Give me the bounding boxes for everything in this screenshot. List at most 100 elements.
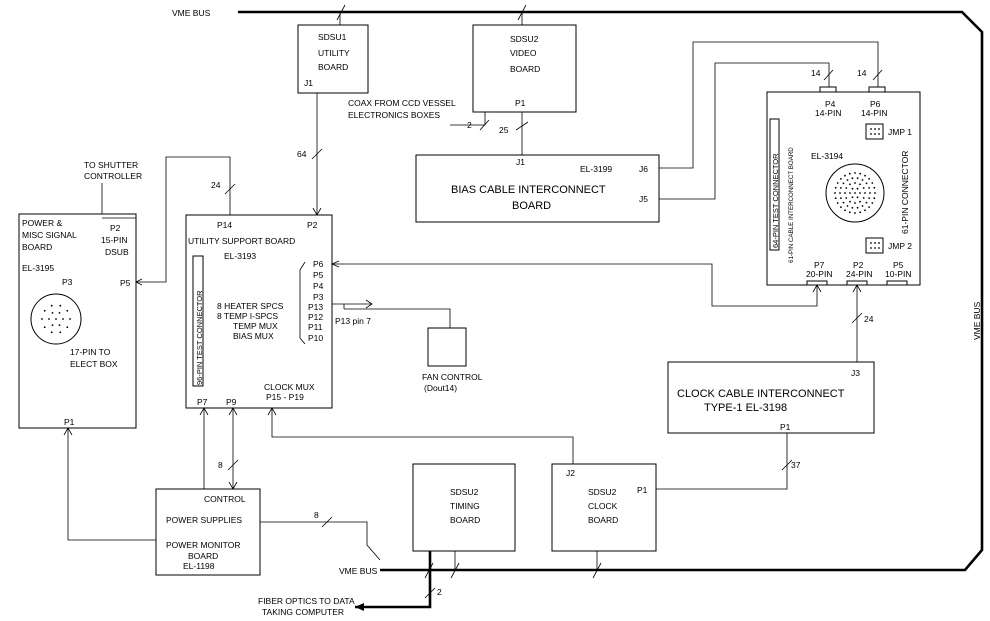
connector-pin [50, 331, 53, 334]
connector-pin [859, 183, 861, 186]
sdsu2-timing-board: SDSU2 TIMING BOARD [412, 463, 516, 570]
connector-pin [864, 174, 866, 177]
jmp2-block [865, 237, 884, 254]
clock-board-j2: J2 [566, 468, 575, 478]
connector-pin [851, 177, 854, 180]
cable61-p4: P4 [825, 99, 836, 109]
cable61-test-connector [769, 118, 780, 251]
connector-pin [51, 312, 54, 314]
connector-pin [849, 183, 851, 186]
bus-tap [592, 562, 602, 579]
cable61-test-conn-label: 64-PIN TEST CONNECTOR [771, 153, 780, 248]
fan-wire-label: P13 pin 7 [335, 316, 371, 326]
timing-title: SDSU2 [450, 487, 479, 497]
connector-pin [834, 192, 836, 194]
bias-title: BIAS CABLE INTERCONNECT [451, 184, 606, 196]
fiber-slash [424, 587, 436, 599]
connector-pin [868, 197, 870, 200]
connector-pin [871, 182, 874, 184]
utility-id: EL-3193 [224, 251, 256, 261]
connector-pin [859, 211, 862, 214]
cable-p2-count: 24 [864, 314, 874, 324]
connector-pin [856, 187, 859, 190]
sdsu1-count: 64 [297, 149, 307, 159]
connector-pin [844, 209, 846, 212]
sdsu1-port-j1: J1 [304, 78, 313, 88]
connector-pin [839, 192, 841, 194]
bus-tap [450, 562, 460, 579]
clock-cable-id: TYPE-1 EL-3198 [704, 402, 787, 414]
connector-pin [865, 182, 868, 185]
vme-bus-line [238, 10, 984, 572]
cable61-id: EL-3194 [811, 151, 843, 161]
cable-interconnect-61: 14 14 P4 14-PIN P6 14-PIN JMP 1 JMP 2 EL… [766, 68, 921, 286]
power-misc-p2-pin: 15-PIN [101, 235, 127, 245]
connector-pin [854, 192, 856, 194]
connector-pin [873, 186, 876, 189]
p9-slash [227, 459, 239, 471]
connector-pin [58, 312, 61, 314]
fiber-line2: TAKING COMPUTER [262, 607, 344, 617]
connector-pin [48, 318, 50, 320]
bias-port-j1: J1 [516, 157, 525, 167]
connector-pin [862, 187, 865, 189]
cable61-connector-label: 61-PIN CONNECTOR [900, 151, 910, 234]
clock-cable-box [667, 361, 875, 434]
power-misc-elect1: 17-PIN TO [70, 347, 111, 357]
connector-17-pins [41, 304, 71, 334]
fan-control: FAN CONTROL (Dout14) [422, 327, 483, 393]
cable61-slash [872, 69, 883, 81]
connector-pin [865, 201, 868, 204]
connector-pin [846, 179, 849, 181]
utility-port-p4: P4 [313, 281, 324, 291]
connector-61-pins [834, 172, 876, 214]
connector-pin [854, 172, 856, 174]
utility-port-p3: P3 [313, 292, 324, 302]
connector-pin [856, 196, 859, 199]
sdsu1-utility-board: SDSU1 UTILITY BOARD J1 [297, 12, 369, 94]
connector-pin [840, 206, 842, 209]
coax-note: COAX FROM CCD VESSEL ELECTRONICS BOXES 2… [348, 98, 529, 155]
connector-pin [851, 206, 854, 209]
power-supplies-line2: BOARD [188, 551, 218, 561]
utility-p2: P2 [307, 220, 318, 230]
p14-count: 24 [211, 180, 221, 190]
clock-cable-slash [781, 459, 793, 471]
utility-p14: P14 [217, 220, 232, 230]
p14-slash [224, 183, 236, 195]
bias-cable-board: J1 EL-3199 J6 J5 BIAS CABLE INTERCONNECT… [415, 41, 879, 223]
video-box [472, 24, 577, 113]
utility-port-p11: P11 [308, 322, 323, 332]
vme-bus-label-top: VME BUS [172, 8, 211, 18]
power-to-vme-wire [260, 521, 381, 561]
sdsu1-title: SDSU1 [318, 32, 347, 42]
fiber-optics: 2 FIBER OPTICS TO DATA TAKING COMPUTER [258, 551, 442, 617]
clock-mux-wire [271, 408, 574, 464]
clock-cable-to-clock-board-wire [656, 433, 788, 490]
fiber-line1: FIBER OPTICS TO DATA [258, 596, 355, 606]
connector-pin [840, 197, 842, 200]
connector-pin [834, 186, 837, 189]
jmp1-label: JMP 1 [888, 127, 912, 137]
connector-pin [856, 177, 859, 180]
clock-board-label: BOARD [588, 515, 618, 525]
connector-pin [856, 206, 859, 209]
cable61-board-vertical: 61-PIN CABLE INTERCONNECT BOARD [788, 147, 795, 263]
connector-pin [66, 309, 69, 312]
connector-pin [859, 172, 862, 175]
fiber-count: 2 [437, 587, 442, 597]
utility-clock-mux: CLOCK MUX [264, 382, 315, 392]
vme-bus-label-right: VME BUS [972, 301, 982, 340]
utility-port-p12: P12 [308, 312, 323, 322]
p9-count: 8 [218, 460, 223, 470]
power-misc-line1: POWER & [22, 218, 62, 228]
connector-pin [43, 309, 46, 312]
connector-pin [861, 205, 864, 207]
bias-port-j6: J6 [639, 164, 648, 174]
p7-arrow [199, 407, 209, 416]
connector-pin [845, 187, 848, 189]
jmp1-pins [870, 128, 880, 135]
cable61-count-right: 14 [857, 68, 867, 78]
clock-board-title: SDSU2 [588, 487, 617, 497]
